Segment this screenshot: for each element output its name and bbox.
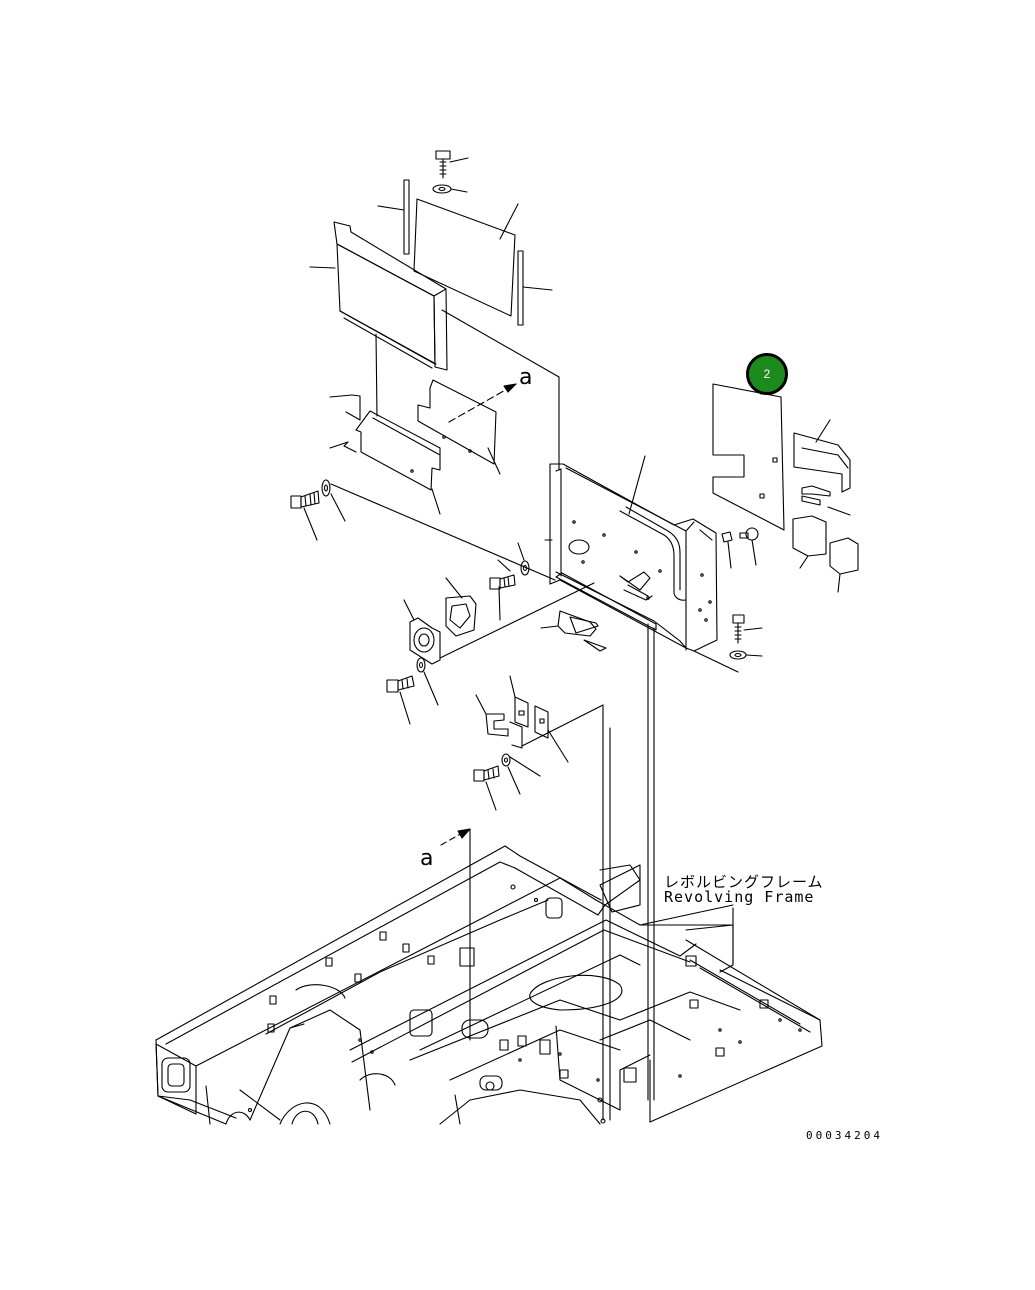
direction-arrow-lower bbox=[441, 829, 470, 1040]
clip-bracket-3 bbox=[510, 706, 568, 762]
arrow-label-upper: a bbox=[519, 365, 533, 390]
callout-number: 2 bbox=[763, 367, 771, 381]
insulation-panel-large bbox=[713, 378, 784, 530]
small-clip-2 bbox=[330, 442, 356, 452]
small-clip-1 bbox=[330, 395, 360, 420]
guide-line-4 bbox=[331, 484, 555, 580]
rubber-strip-right bbox=[518, 251, 552, 325]
rubber-strip-left bbox=[378, 180, 409, 254]
clip-bracket-2 bbox=[510, 676, 528, 727]
insulation-panel-small bbox=[794, 420, 850, 492]
frame-name-japanese: レボルビングフレーム bbox=[664, 873, 824, 891]
guide-line-11 bbox=[694, 651, 738, 672]
nut-right bbox=[722, 532, 732, 568]
small-plate-b bbox=[570, 617, 606, 651]
insulation-strip bbox=[802, 486, 850, 515]
frame-name-english: Revolving Frame bbox=[664, 888, 815, 906]
guide-line-2 bbox=[442, 310, 559, 377]
small-plate-a bbox=[541, 611, 596, 636]
washer-middle bbox=[518, 543, 529, 575]
bolt-right bbox=[733, 615, 762, 643]
bolt-left-upper bbox=[291, 491, 319, 540]
washer-lower-center bbox=[502, 754, 540, 794]
side-panel bbox=[545, 456, 717, 651]
washer-right bbox=[730, 651, 762, 659]
insulation-block-1 bbox=[793, 516, 826, 568]
mount-upper bbox=[446, 578, 476, 636]
bolt-lower-center bbox=[474, 766, 499, 810]
grommet-right bbox=[740, 528, 758, 565]
cover-plate bbox=[418, 380, 500, 474]
guide-line-1 bbox=[376, 334, 377, 416]
glass-panel bbox=[414, 199, 518, 316]
drawing-number: 00034204 bbox=[806, 1129, 883, 1142]
part-callout-2[interactable]: 2 bbox=[746, 353, 788, 395]
washer-left-upper bbox=[322, 480, 345, 521]
arrow-label-lower: a bbox=[420, 846, 434, 871]
window-cover bbox=[310, 222, 447, 370]
lower-bracket-plate bbox=[356, 411, 440, 514]
top-bolt bbox=[436, 151, 468, 178]
direction-arrow-upper bbox=[449, 384, 516, 422]
mount-lower bbox=[404, 600, 440, 664]
bolt-lower-left bbox=[387, 676, 414, 724]
top-washer bbox=[433, 185, 467, 193]
guide-line-6 bbox=[522, 705, 603, 746]
guide-line-5 bbox=[440, 583, 594, 658]
insulation-block-2 bbox=[830, 538, 858, 592]
bolt-middle bbox=[490, 560, 515, 620]
revolving-frame bbox=[156, 846, 822, 1124]
clip-bracket-1 bbox=[476, 695, 508, 736]
washer-lower-left bbox=[417, 658, 438, 705]
